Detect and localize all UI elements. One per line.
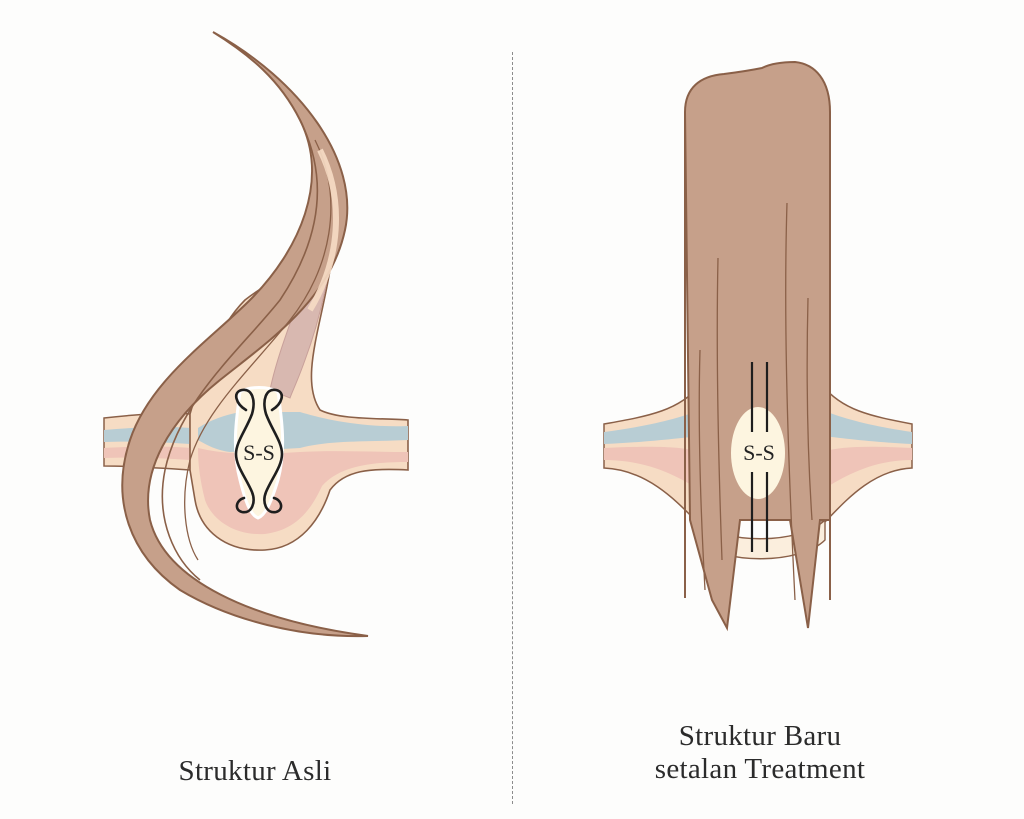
straight-disulfide-bonds bbox=[750, 362, 769, 552]
bond-label-left: S-S bbox=[243, 440, 275, 465]
caption-new-structure-line2: setalan Treatment bbox=[654, 753, 866, 785]
caption-new-structure: Struktur Baru setalan Treatment bbox=[600, 720, 920, 786]
curled-disulfide-bonds bbox=[234, 388, 284, 514]
bond-label-right: S-S bbox=[743, 440, 775, 465]
wavy-hair-strand bbox=[121, 31, 369, 638]
caption-original-structure: Struktur Asli bbox=[178, 755, 332, 787]
caption-new-structure-line1: Struktur Baru bbox=[678, 720, 842, 752]
straight-hair-strand bbox=[683, 60, 831, 632]
new-structure-illustration: S-S bbox=[603, 60, 913, 632]
panel-divider bbox=[512, 52, 513, 804]
original-structure-illustration: S-S bbox=[103, 31, 409, 638]
